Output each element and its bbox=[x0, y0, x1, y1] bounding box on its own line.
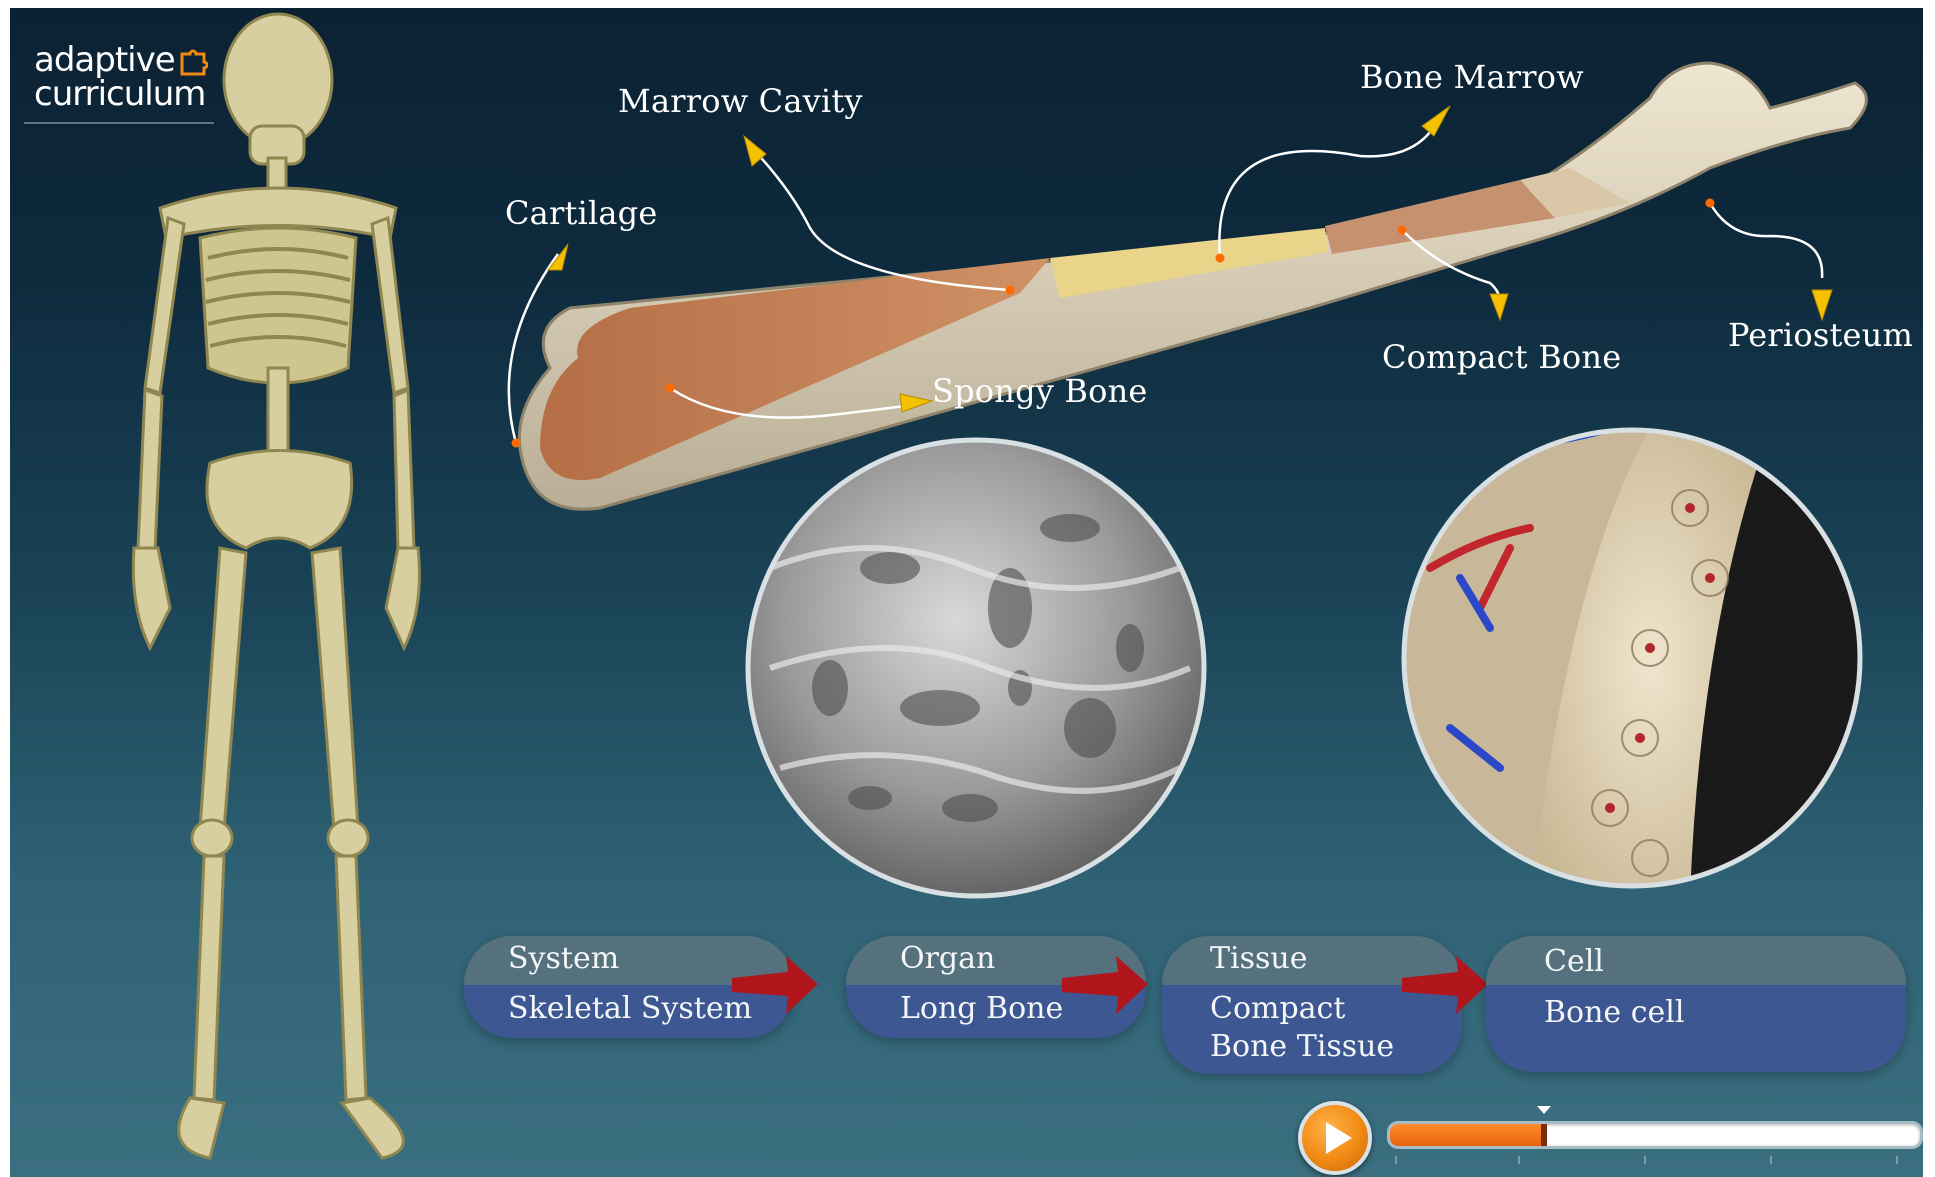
label-spongy-bone: Spongy Bone bbox=[932, 372, 1148, 410]
progress-tick bbox=[1896, 1156, 1898, 1164]
level-heading: System bbox=[508, 941, 619, 976]
progress-knob[interactable] bbox=[1541, 1124, 1547, 1146]
level-value: Skeletal System bbox=[508, 990, 752, 1028]
progress-position-marker bbox=[1537, 1106, 1551, 1114]
logo-line-1: adaptive bbox=[34, 42, 175, 78]
puzzle-icon bbox=[178, 46, 208, 76]
progress-tick bbox=[1518, 1156, 1520, 1164]
play-button[interactable] bbox=[1298, 1101, 1372, 1175]
flow-arrow-icon bbox=[730, 950, 820, 1020]
progress-tick bbox=[1395, 1156, 1397, 1164]
anatomy-stage: adaptive curriculum Marrow Cavity Bone M… bbox=[10, 8, 1925, 1177]
level-value-line-1: Compact bbox=[1210, 990, 1345, 1028]
progress-tick bbox=[1770, 1156, 1772, 1164]
label-periosteum: Periosteum bbox=[1728, 316, 1913, 354]
progress-tick bbox=[1644, 1156, 1646, 1164]
flow-arrow-icon bbox=[1060, 950, 1150, 1020]
level-value-line-2: Bone Tissue bbox=[1210, 1028, 1394, 1066]
level-value: Bone cell bbox=[1544, 994, 1684, 1032]
progress-fill bbox=[1390, 1124, 1544, 1146]
logo-line-2: curriculum bbox=[34, 76, 205, 112]
label-bone-marrow: Bone Marrow bbox=[1360, 58, 1584, 96]
level-value: Long Bone bbox=[900, 990, 1063, 1028]
level-heading: Cell bbox=[1544, 944, 1604, 979]
brand-logo: adaptive curriculum bbox=[24, 34, 214, 124]
level-cell-pill: Cell Bone cell bbox=[1486, 936, 1906, 1072]
progress-bar[interactable] bbox=[1387, 1121, 1923, 1149]
spongy-bone-magnified bbox=[740, 428, 1220, 908]
label-cartilage: Cartilage bbox=[505, 194, 658, 232]
label-marrow-cavity: Marrow Cavity bbox=[618, 82, 863, 120]
flow-arrow-icon bbox=[1400, 950, 1490, 1020]
level-heading: Tissue bbox=[1210, 941, 1307, 976]
label-compact-bone: Compact Bone bbox=[1382, 338, 1621, 376]
play-icon bbox=[1326, 1122, 1352, 1154]
skeleton-illustration bbox=[133, 14, 419, 1158]
level-heading: Organ bbox=[900, 941, 995, 976]
window-edge bbox=[1923, 0, 1935, 1177]
